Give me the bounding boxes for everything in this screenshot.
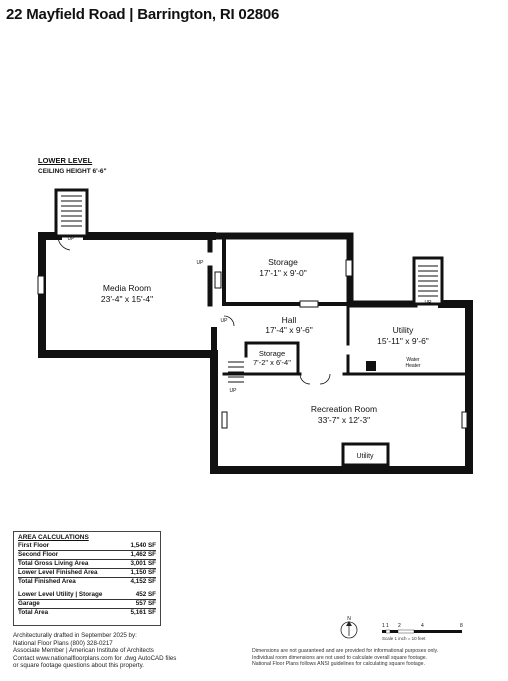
scale-tick-4: 8	[460, 623, 463, 629]
scale-label: Scale 1 inch = 10 feet	[382, 636, 426, 641]
hall-name: Hall	[282, 315, 297, 325]
hall-dims: 17'-4" x 9'-6"	[265, 325, 313, 335]
up-marker-3: UP	[197, 260, 205, 266]
media-room-dims: 23'-4" x 15'-4"	[101, 294, 153, 304]
media-room-walls	[38, 232, 473, 474]
level-title: LOWER LEVEL	[38, 156, 93, 165]
water-heater-icon	[366, 361, 376, 371]
recreation-room-dims: 33'-7" x 12'-3"	[318, 415, 370, 425]
ceiling-height: CEILING HEIGHT 6'-6"	[38, 168, 107, 175]
footer-credits: Architecturally drafted in September 202…	[13, 632, 177, 670]
water-heater-line1: Water	[406, 357, 419, 363]
utility-closet-name: Utility	[356, 453, 374, 460]
stairs-small	[228, 361, 244, 383]
storage-name: Storage	[268, 257, 298, 267]
up-marker-5: UP	[230, 388, 238, 394]
storage-small-dims: 7'-2" x 6'-4"	[253, 358, 291, 367]
utility-name: Utility	[393, 325, 415, 335]
footer-disclaimer: Dimensions are not guaranteed and are pr…	[252, 648, 439, 668]
up-marker-1: UP	[68, 236, 76, 242]
recreation-room-name: Recreation Room	[311, 404, 377, 414]
storage-walls	[208, 232, 418, 308]
utility-dims: 15'-11" x 9'-6"	[377, 336, 429, 346]
scale-tick-3: 4	[421, 623, 424, 629]
storage-dims: 17'-1" x 9'-0"	[259, 268, 307, 278]
scale-tick-2: 2	[398, 623, 401, 629]
stairs-right	[412, 256, 444, 306]
north-arrow-icon	[340, 621, 358, 639]
up-marker-4: UP	[221, 318, 229, 324]
stairs-top-left	[54, 188, 89, 238]
media-room-name: Media Room	[103, 283, 151, 293]
north-label: N	[347, 616, 351, 622]
up-marker-2: UP	[425, 300, 433, 306]
water-heater-line2: Heater	[405, 363, 420, 369]
scale-tick-1: 1	[386, 623, 389, 629]
storage-small-name: Storage	[259, 349, 285, 358]
page-title: 22 Mayfield Road | Barrington, RI 02806	[6, 6, 280, 23]
area-heading: AREA CALCULATIONS	[18, 534, 89, 541]
scale-bar	[382, 629, 462, 634]
scale-tick-0: 1	[382, 623, 385, 629]
